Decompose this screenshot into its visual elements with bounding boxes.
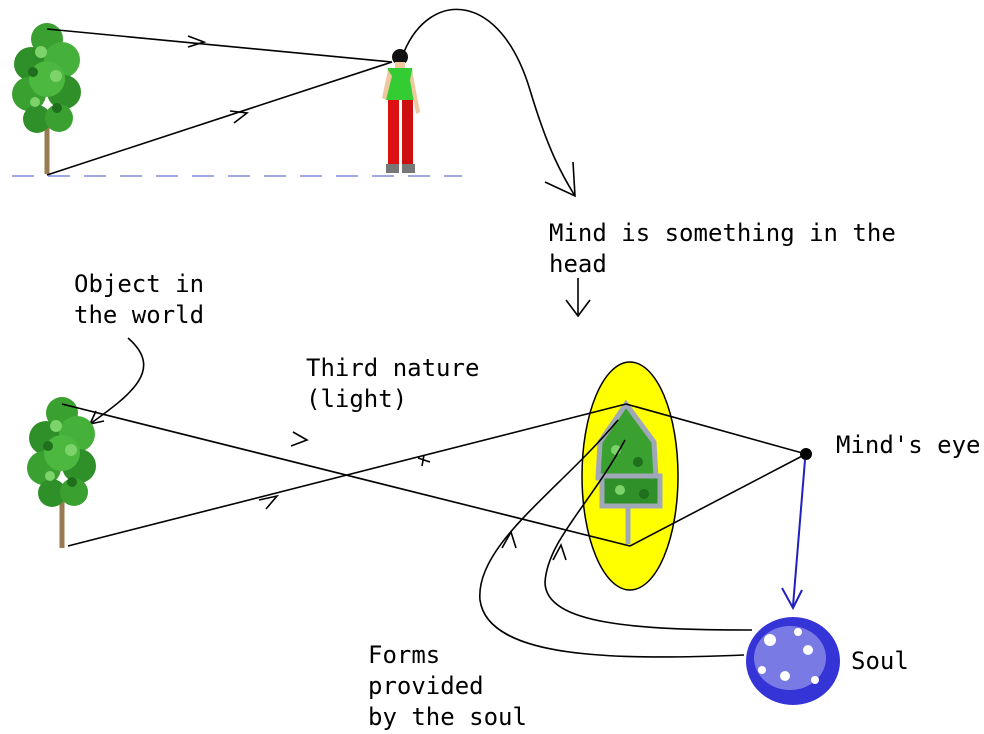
minds-eye-dot — [800, 448, 812, 460]
tree-icon — [27, 397, 96, 548]
person-icon — [382, 49, 420, 173]
inner-tree-image — [595, 399, 663, 544]
object-in-world-label: Object in the world — [74, 270, 205, 329]
minds-eye-label: Mind's eye — [836, 431, 981, 459]
bottom-light-rays — [61, 403, 631, 547]
tree-icon — [12, 23, 81, 174]
soul-cloud-icon — [746, 617, 840, 705]
soul-label: Soul — [851, 647, 909, 675]
third-nature-label: Third nature (light) — [306, 354, 480, 413]
mind-down-arrow — [565, 278, 591, 318]
forms-by-soul-label: Forms provided by the soul — [368, 641, 527, 731]
top-light-rays — [46, 28, 393, 176]
eye-to-soul-arrow — [781, 459, 806, 611]
minds-eye-lines — [625, 403, 807, 547]
head-to-mind-curve — [403, 8, 576, 198]
soul-form-curves — [479, 419, 753, 658]
object-pointer-arrow — [89, 337, 145, 425]
mind-in-head-label: Mind is something in the head — [549, 219, 896, 278]
